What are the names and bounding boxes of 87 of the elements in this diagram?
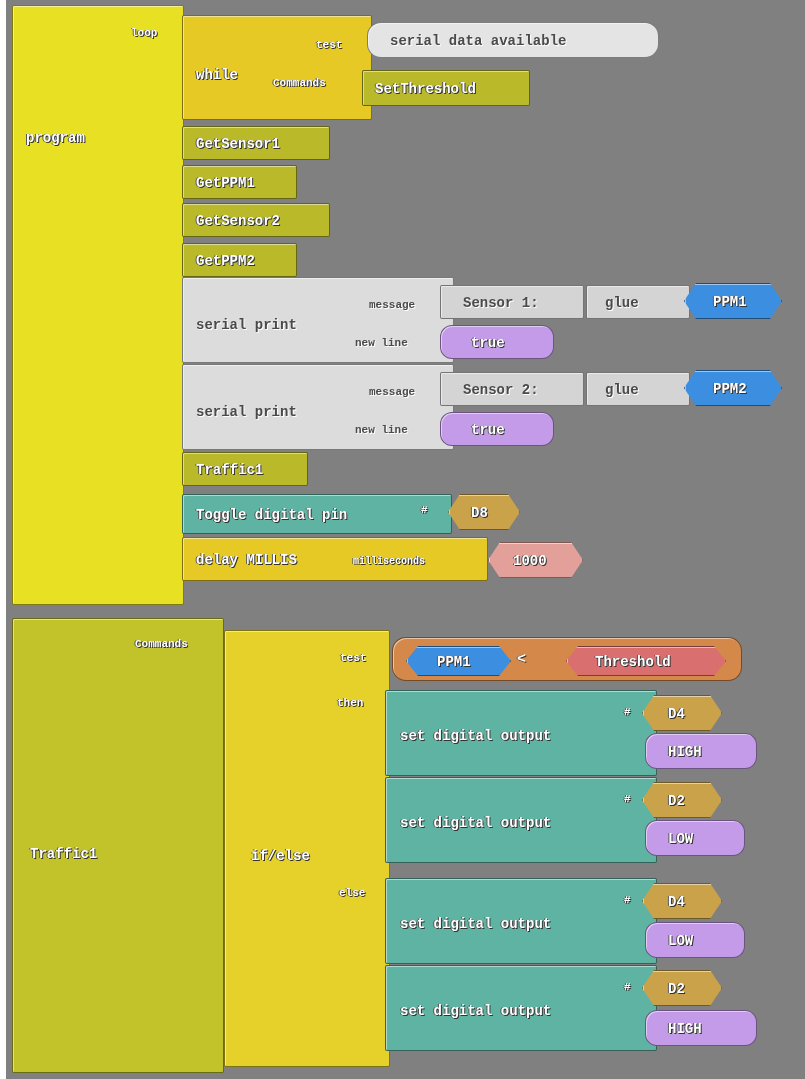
command-block bbox=[182, 452, 308, 486]
socket-label: loop bbox=[131, 28, 158, 39]
block-label: SetThreshold bbox=[375, 82, 476, 96]
block-label: D4 bbox=[668, 707, 685, 721]
socket-label: # bbox=[624, 794, 631, 805]
command-block bbox=[362, 70, 530, 106]
block-label: Sensor 1: bbox=[463, 296, 539, 310]
block-label: while bbox=[196, 68, 238, 82]
socket-label: Commands bbox=[273, 78, 326, 89]
socket-label: new line bbox=[355, 425, 408, 436]
digital-pin-block bbox=[182, 494, 452, 534]
block-label: PPM2 bbox=[713, 382, 747, 396]
digital-pin-block bbox=[385, 690, 657, 776]
socket-label: message bbox=[369, 387, 416, 398]
block-label: set digital output bbox=[400, 729, 552, 743]
boolean-block bbox=[440, 325, 554, 359]
socket-label: message bbox=[369, 300, 416, 311]
block-label: true bbox=[471, 336, 505, 350]
block-label: LOW bbox=[668, 832, 694, 846]
command-block bbox=[182, 165, 297, 199]
block-label: < bbox=[517, 652, 526, 667]
glue-block bbox=[586, 372, 690, 406]
block-label: HIGH bbox=[668, 1022, 702, 1036]
digital-pin-block bbox=[385, 777, 657, 863]
while-block bbox=[182, 15, 372, 120]
block-label: program bbox=[26, 131, 85, 145]
block-label: Threshold bbox=[595, 655, 671, 669]
block-label: PPM1 bbox=[437, 655, 471, 669]
socket-label: then bbox=[337, 698, 364, 709]
if-else-block bbox=[224, 630, 390, 1067]
block-label: Sensor 2: bbox=[463, 383, 539, 397]
socket-label: # bbox=[624, 707, 631, 718]
subroutine-block bbox=[12, 618, 224, 1073]
block-label: LOW bbox=[668, 934, 694, 948]
block-label: D2 bbox=[668, 794, 685, 808]
command-block bbox=[182, 126, 330, 160]
block-label: GetPPM1 bbox=[196, 176, 255, 190]
socket-label: # bbox=[624, 895, 631, 906]
block-label: serial data available bbox=[390, 34, 567, 48]
block-label: 1000 bbox=[513, 554, 547, 568]
block-label: D2 bbox=[668, 982, 685, 996]
delay-block bbox=[182, 537, 488, 581]
socket-label: Commands bbox=[135, 639, 188, 650]
block-label: Traffic1 bbox=[30, 847, 98, 861]
boolean-block bbox=[645, 1010, 757, 1046]
digital-pin-block bbox=[385, 965, 657, 1051]
block-label: GetPPM2 bbox=[196, 254, 255, 268]
block-label: serial print bbox=[196, 318, 297, 332]
condition-block bbox=[367, 22, 659, 58]
block-label: GetSensor1 bbox=[196, 137, 280, 151]
block-label: set digital output bbox=[400, 1004, 552, 1018]
program-block bbox=[12, 5, 184, 605]
block-label: set digital output bbox=[400, 816, 552, 830]
string-block bbox=[440, 285, 584, 319]
block-label: Toggle digital pin bbox=[196, 508, 348, 522]
block-label: Traffic1 bbox=[196, 463, 264, 477]
boolean-block bbox=[645, 733, 757, 769]
glue-block bbox=[586, 285, 690, 319]
block-label: HIGH bbox=[668, 745, 702, 759]
block-label: PPM1 bbox=[713, 295, 747, 309]
block-label: D4 bbox=[668, 895, 685, 909]
block-label: D8 bbox=[471, 506, 488, 520]
boolean-block bbox=[645, 820, 745, 856]
block-label: if/else bbox=[251, 849, 310, 863]
block-label: true bbox=[471, 423, 505, 437]
command-block bbox=[182, 243, 297, 277]
serial-print-block bbox=[182, 364, 454, 450]
comparison-block bbox=[392, 637, 742, 681]
block-label: set digital output bbox=[400, 917, 552, 931]
boolean-block bbox=[440, 412, 554, 446]
command-block bbox=[182, 203, 330, 237]
socket-label: test bbox=[316, 40, 343, 51]
socket-label: new line bbox=[355, 338, 408, 349]
socket-label: # bbox=[421, 505, 428, 516]
block-label: delay MILLIS bbox=[196, 553, 297, 567]
boolean-block bbox=[645, 922, 745, 958]
socket-label: milliseconds bbox=[353, 557, 425, 567]
digital-pin-block bbox=[385, 878, 657, 964]
string-block bbox=[440, 372, 584, 406]
block-label: glue bbox=[605, 296, 639, 310]
block-label: serial print bbox=[196, 405, 297, 419]
serial-print-block bbox=[182, 277, 454, 363]
block-label: GetSensor2 bbox=[196, 214, 280, 228]
socket-label: # bbox=[624, 982, 631, 993]
block-label: glue bbox=[605, 383, 639, 397]
socket-label: else bbox=[339, 888, 366, 899]
socket-label: test bbox=[340, 653, 367, 664]
